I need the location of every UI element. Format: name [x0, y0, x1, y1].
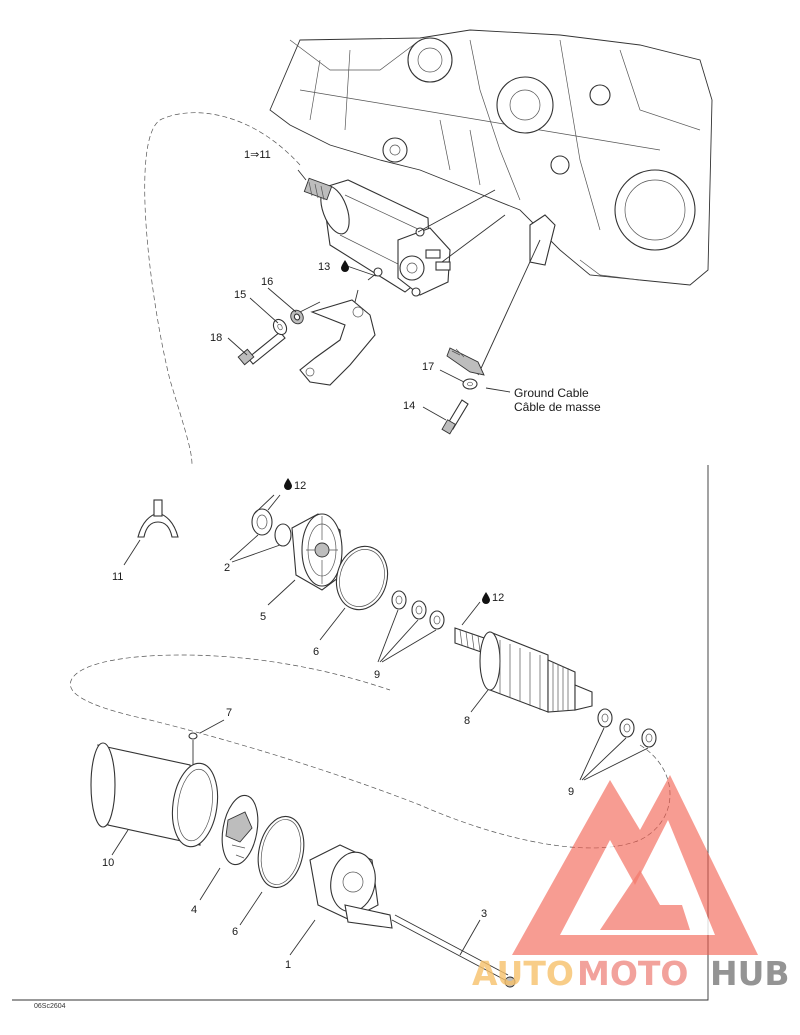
seal-2 [251, 508, 292, 547]
callout-3: 3 [481, 908, 487, 920]
callout-15: 15 [234, 289, 246, 301]
through-bolt-3 [391, 914, 516, 988]
bolt-14 [441, 399, 469, 435]
callout-6b: 6 [232, 926, 238, 938]
callout-12b: 12 [492, 592, 504, 604]
drop-icon [284, 478, 292, 490]
drop-icon [341, 260, 349, 272]
callout-18: 18 [210, 332, 222, 344]
fork-11 [137, 499, 179, 538]
bolt-18 [237, 331, 286, 366]
callout-11: 11 [112, 571, 123, 583]
leader-lines [111, 169, 649, 956]
o-ring-6a [335, 545, 389, 611]
washers-9a [391, 590, 445, 630]
callout-4: 4 [191, 904, 197, 916]
ground-cable-label-en: Ground Cable [514, 386, 589, 400]
armature-8 [454, 627, 593, 713]
ground-cable [446, 239, 541, 376]
callout-2: 2 [224, 562, 230, 574]
callout-8: 8 [464, 715, 470, 727]
o-ring-6b [257, 815, 305, 889]
callout-9b: 9 [568, 786, 574, 798]
callout-10: 10 [102, 857, 114, 869]
watermark-auto: AUTO [472, 954, 574, 993]
callout-16: 16 [261, 276, 273, 288]
ground-cable-label-fr: Câble de masse [514, 400, 601, 414]
watermark-logo: AUTO MOTO HUB [472, 775, 790, 993]
washers-9b [597, 708, 657, 748]
brush-plate-4 [221, 794, 259, 866]
end-cover-1 [309, 844, 393, 929]
callout-7: 7 [226, 707, 232, 719]
callout-6a: 6 [313, 646, 319, 658]
yoke-10 [90, 742, 219, 848]
nut-16 [290, 309, 304, 325]
callout-14: 14 [403, 400, 415, 412]
callout-assembly: 1⇒11 [244, 149, 271, 161]
engine-block [269, 29, 713, 286]
callout-9a: 9 [374, 669, 380, 681]
drop-icon [482, 592, 490, 604]
mounting-bracket [299, 289, 376, 386]
callout-13: 13 [318, 261, 330, 273]
housing-5 [291, 513, 343, 591]
callout-17: 17 [422, 361, 434, 373]
starter-assembly [303, 177, 506, 297]
washer-15 [272, 318, 288, 336]
watermark-moto: MOTO [577, 954, 688, 993]
watermark-hub: HUB [710, 954, 790, 993]
figure-code: 06Sc2604 [34, 1003, 66, 1010]
callout-1: 1 [285, 959, 291, 971]
callout-12a: 12 [294, 480, 306, 492]
callout-labels: 1⇒11 13 16 15 18 17 Ground Cable Câble d… [102, 149, 601, 971]
washer-17 [462, 378, 478, 390]
callout-5: 5 [260, 611, 266, 623]
